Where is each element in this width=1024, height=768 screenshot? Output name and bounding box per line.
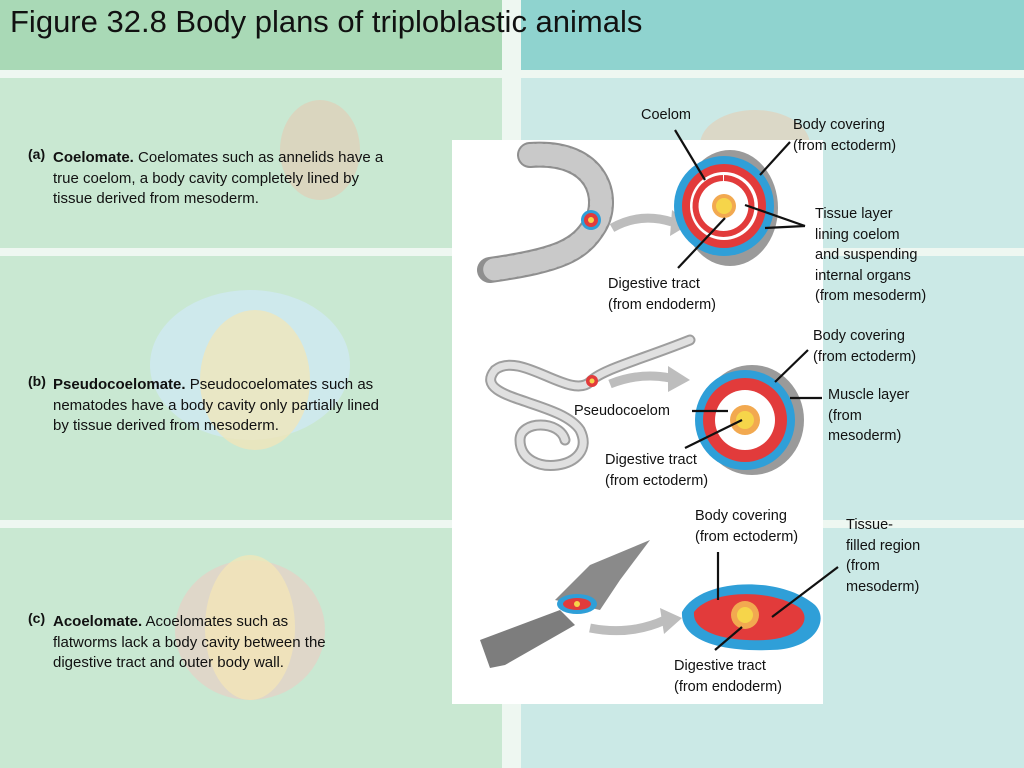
coelomate-cross-section xyxy=(674,150,778,266)
panel-heading: Pseudocoelomate. xyxy=(53,376,186,393)
background-embryo-graphic xyxy=(200,310,310,450)
arrow-b xyxy=(608,371,671,389)
acoelomate-cross-section xyxy=(681,584,821,651)
label-muscle-layer: Muscle layer (from mesoderm) xyxy=(828,387,910,444)
panel-letter: (b) xyxy=(28,373,46,389)
arrow-c xyxy=(589,615,667,636)
pseudocoelomate-cross-section xyxy=(695,365,804,475)
panel-heading: Coelomate. xyxy=(53,149,134,166)
label-tissue-filled-region: Tissue- filled region (from mesoderm) xyxy=(846,517,921,595)
label-body-covering: Body covering (from ectoderm) xyxy=(813,328,917,365)
bg-divider xyxy=(0,70,1024,78)
panel-text: Coelomates such as annelids have a true … xyxy=(53,149,384,207)
arrow-a xyxy=(609,213,674,232)
panel-text: Pseudocoelomates such as nematodes have … xyxy=(53,376,380,434)
label-digestive-tract: Digestive tract (from endoderm) xyxy=(674,658,782,695)
label-pseudocoelom: Pseudocoelom xyxy=(574,403,670,419)
label-body-covering: Body covering (from ectoderm) xyxy=(695,508,799,545)
nematode-worm-drawing xyxy=(485,334,696,471)
header-band-right xyxy=(521,0,1024,70)
bg-tile xyxy=(0,78,502,248)
label-coelom: Coelom xyxy=(641,107,691,123)
label-body-covering: Body covering (from ectoderm) xyxy=(793,117,897,154)
label-digestive-tract: Digestive tract (from ectoderm) xyxy=(605,452,709,489)
leader-lines xyxy=(674,129,839,651)
panel-text: Acoelomates such as flatworms lack a bod… xyxy=(53,613,326,671)
panel-letter: (a) xyxy=(28,146,46,162)
label-tissue-layer: Tissue layer lining coelom and suspendin… xyxy=(815,206,927,304)
annelid-worm-drawing xyxy=(477,141,614,283)
page-title: Figure 32.8 Body plans of triploblastic … xyxy=(10,4,643,39)
panel-heading: Acoelomate. xyxy=(53,613,143,630)
background-embryo-graphic xyxy=(280,100,360,200)
flatworm-drawing xyxy=(480,540,650,668)
header-band-left xyxy=(0,0,502,70)
label-digestive-tract: Digestive tract (from endoderm) xyxy=(608,276,716,313)
background-embryo-graphic xyxy=(205,555,295,700)
panel-letter: (c) xyxy=(28,610,46,626)
